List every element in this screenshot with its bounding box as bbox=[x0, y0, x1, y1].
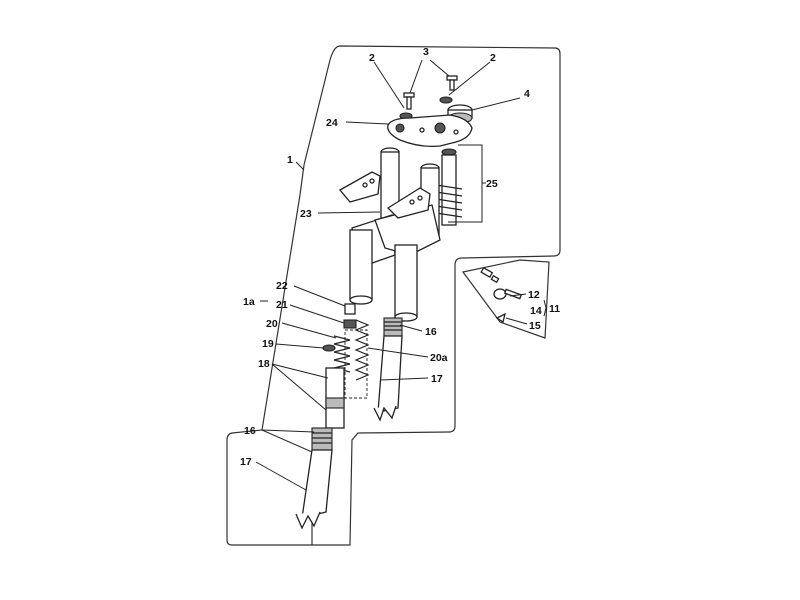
spring-20 bbox=[333, 335, 351, 373]
callout-15: 15 bbox=[529, 320, 541, 332]
callout-16-upper: 16 bbox=[425, 326, 437, 338]
callout-3: 3 bbox=[423, 46, 429, 58]
callout-19: 19 bbox=[262, 338, 274, 350]
callout-16-lower: 16 bbox=[244, 425, 256, 437]
callout-20: 20 bbox=[266, 318, 278, 330]
callout-21: 21 bbox=[276, 299, 288, 311]
assembly-outline-1a-extension bbox=[261, 429, 313, 545]
top-bolt-right bbox=[446, 75, 458, 91]
callout-23: 23 bbox=[300, 208, 312, 220]
headlamp-bracket-left bbox=[339, 171, 381, 203]
kit-part-14 bbox=[493, 288, 523, 300]
ring-19 bbox=[322, 344, 336, 352]
callout-14: 14 bbox=[530, 305, 542, 317]
cap-22 bbox=[344, 303, 356, 315]
callout-11: 11 bbox=[549, 303, 560, 315]
callout-17-lower: 17 bbox=[240, 456, 252, 468]
fork-slider-left bbox=[295, 427, 333, 530]
inner-tube-left bbox=[325, 367, 345, 429]
callout-18: 18 bbox=[258, 358, 270, 370]
callout-24: 24 bbox=[326, 117, 338, 129]
assembly-outline-1 bbox=[226, 45, 561, 546]
washer-right bbox=[439, 96, 453, 104]
callout-2-left: 2 bbox=[369, 52, 375, 64]
callout-22: 22 bbox=[276, 280, 288, 292]
callout-2-right: 2 bbox=[490, 52, 496, 64]
callout-4: 4 bbox=[524, 88, 530, 100]
damper-spring-20a bbox=[354, 319, 370, 381]
callout-12: 12 bbox=[528, 289, 540, 301]
kit-part-15 bbox=[495, 312, 506, 324]
fork-tube-right bbox=[374, 163, 441, 322]
callout-1: 1 bbox=[287, 154, 293, 166]
top-bolt-left bbox=[403, 92, 415, 110]
fork-top-plate bbox=[387, 114, 473, 148]
kit-part-12 bbox=[480, 266, 500, 284]
kit-outline-11 bbox=[461, 259, 550, 339]
callout-17-upper: 17 bbox=[431, 373, 443, 385]
callout-20a: 20a bbox=[430, 352, 448, 364]
leader-lines bbox=[255, 59, 547, 491]
callout-1a: 1a bbox=[243, 296, 255, 308]
fork-slider-right bbox=[373, 317, 403, 422]
spacer-21 bbox=[343, 319, 357, 329]
callout-25: 25 bbox=[486, 178, 498, 190]
